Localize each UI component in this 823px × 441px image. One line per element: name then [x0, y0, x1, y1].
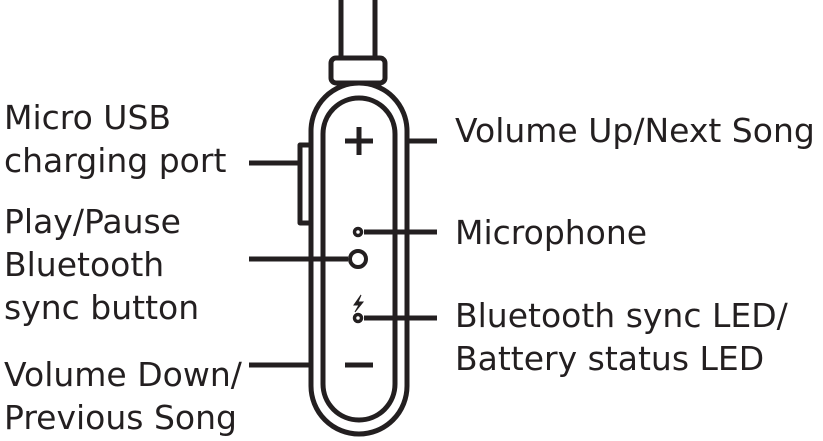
label-led-line1: Bluetooth sync LED/: [455, 296, 788, 335]
label-play-pause-line2: Bluetooth: [4, 245, 165, 284]
cable-collar: [328, 55, 388, 86]
label-play-pause-line1: Play/Pause: [4, 202, 181, 241]
label-play-pause-line3: sync button: [4, 288, 200, 327]
label-play-pause: Play/Pause Bluetooth sync button: [4, 200, 199, 329]
label-microphone-line1: Microphone: [455, 213, 648, 252]
label-led: Bluetooth sync LED/ Battery status LED: [455, 294, 788, 380]
label-volume-down: Volume Down/ Previous Song: [4, 353, 242, 439]
plus-icon: [345, 127, 373, 155]
label-volume-up-line1: Volume Up/Next Song: [455, 111, 815, 150]
microphone-hole: [352, 226, 364, 238]
lightning-icon: [353, 294, 365, 313]
micro-usb-port: [297, 142, 314, 226]
label-led-line2: Battery status LED: [455, 339, 765, 378]
label-micro-usb: Micro USB charging port: [4, 96, 226, 182]
label-micro-usb-line1: Micro USB: [4, 98, 172, 137]
status-led: [352, 312, 364, 324]
play-pause-button: [348, 249, 368, 269]
label-volume-down-line2: Previous Song: [4, 398, 237, 437]
label-volume-up: Volume Up/Next Song: [455, 109, 815, 152]
label-volume-down-line1: Volume Down/: [4, 355, 242, 394]
label-microphone: Microphone: [455, 211, 647, 254]
label-micro-usb-line2: charging port: [4, 141, 227, 180]
